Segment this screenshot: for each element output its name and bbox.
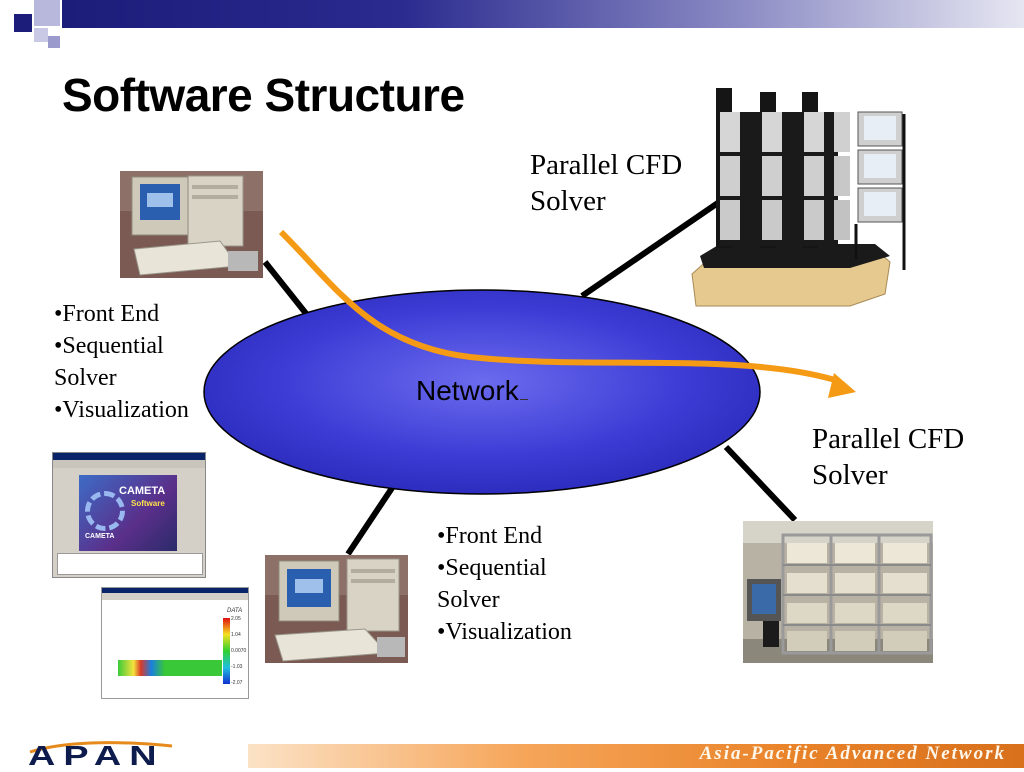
solver-label-top-line2: Solver [530,185,606,217]
cameta-splash-footer: CAMETA [85,533,115,540]
footer-gradient-bar [248,744,1024,768]
solver-label-top: Parallel CFD Solver [530,147,682,219]
data-flow-arrow [278,229,836,383]
cameta-software-screenshot: CAMETA Software CAMETA [52,452,206,578]
cameta-splash-title: CAMETA [119,485,166,497]
link-line-topleft [262,260,311,318]
link-line-topright [580,193,730,299]
cameta-splash-subtitle: Software [131,499,165,508]
visualization-screenshot: DATA 2.05 1.04 0.0070 -1.03 -2.07 [101,587,249,699]
pc-cluster-icon [691,88,906,307]
left-bullet-3: Solver [54,365,117,391]
solver-label-top-line1: Parallel CFD [530,149,683,181]
bottom-bullet-2: •Sequential [437,555,547,581]
viz-field [118,660,222,676]
left-bullet-2: •Sequential [54,333,164,359]
apan-logo-swoosh-icon [29,741,173,754]
slide-title: Software Structure [62,69,465,121]
cameta-panel [57,553,203,575]
solver-label-bottom: Parallel CFD Solver [812,421,964,493]
link-line-bottomright [723,444,798,523]
bottom-bullet-4: •Visualization [437,619,572,645]
desktop-computer-icon [120,171,263,278]
solver-label-bottom-line2: Solver [812,459,888,491]
bottom-bullet-3: Solver [437,587,500,613]
header-square-light [34,0,60,26]
desktop-photo-bottom [265,555,408,663]
viz-tick-2: 1.04 [231,632,241,638]
header-gradient-bar [62,0,1024,28]
viz-colorbar [223,618,230,684]
desktop-photo-top [120,171,263,278]
link-line-bottom [345,486,395,556]
network-label-text: Network [416,375,519,406]
desktop-computer-icon [265,555,408,663]
pc-cluster-photo [690,84,908,310]
viz-tick-5: -2.07 [231,680,243,686]
apan-logo: APAN [22,740,244,771]
left-bullet-4: •Visualization [54,397,189,423]
viz-tick-1: 2.05 [231,616,241,622]
network-label: Network [416,375,528,407]
bottom-bullet-1: •Front End [437,523,543,549]
apan-logo-text: APAN [28,740,165,771]
server-rack-icon [743,521,933,663]
header-square-small [48,36,60,48]
cameta-gear-icon [85,491,125,531]
text-cursor [519,377,528,400]
network-ellipse [203,289,761,495]
cameta-splash: CAMETA Software CAMETA [79,475,177,551]
cameta-toolbar [53,460,205,468]
viz-tick-4: -1.03 [231,664,243,670]
data-flow-arrowhead [828,373,856,398]
viz-toolbar [102,593,248,600]
header-square-light-2 [34,28,48,42]
left-bullet-1: •Front End [54,301,160,327]
viz-tick-3: 0.0070 [231,648,247,654]
server-rack-photo [743,521,933,663]
bottom-bullet-list: •Front End •Sequential Solver •Visualiza… [437,520,572,648]
left-bullet-list: •Front End •Sequential Solver •Visualiza… [54,298,189,426]
cameta-titlebar [53,453,205,460]
viz-titlebar [102,588,248,593]
viz-colorbar-title: DATA [227,608,243,614]
solver-label-bottom-line1: Parallel CFD [812,423,965,455]
footer-tagline: Asia-Pacific Advanced Network [699,743,1006,764]
header-square-dark [14,14,32,32]
header-decoration [0,0,1024,60]
